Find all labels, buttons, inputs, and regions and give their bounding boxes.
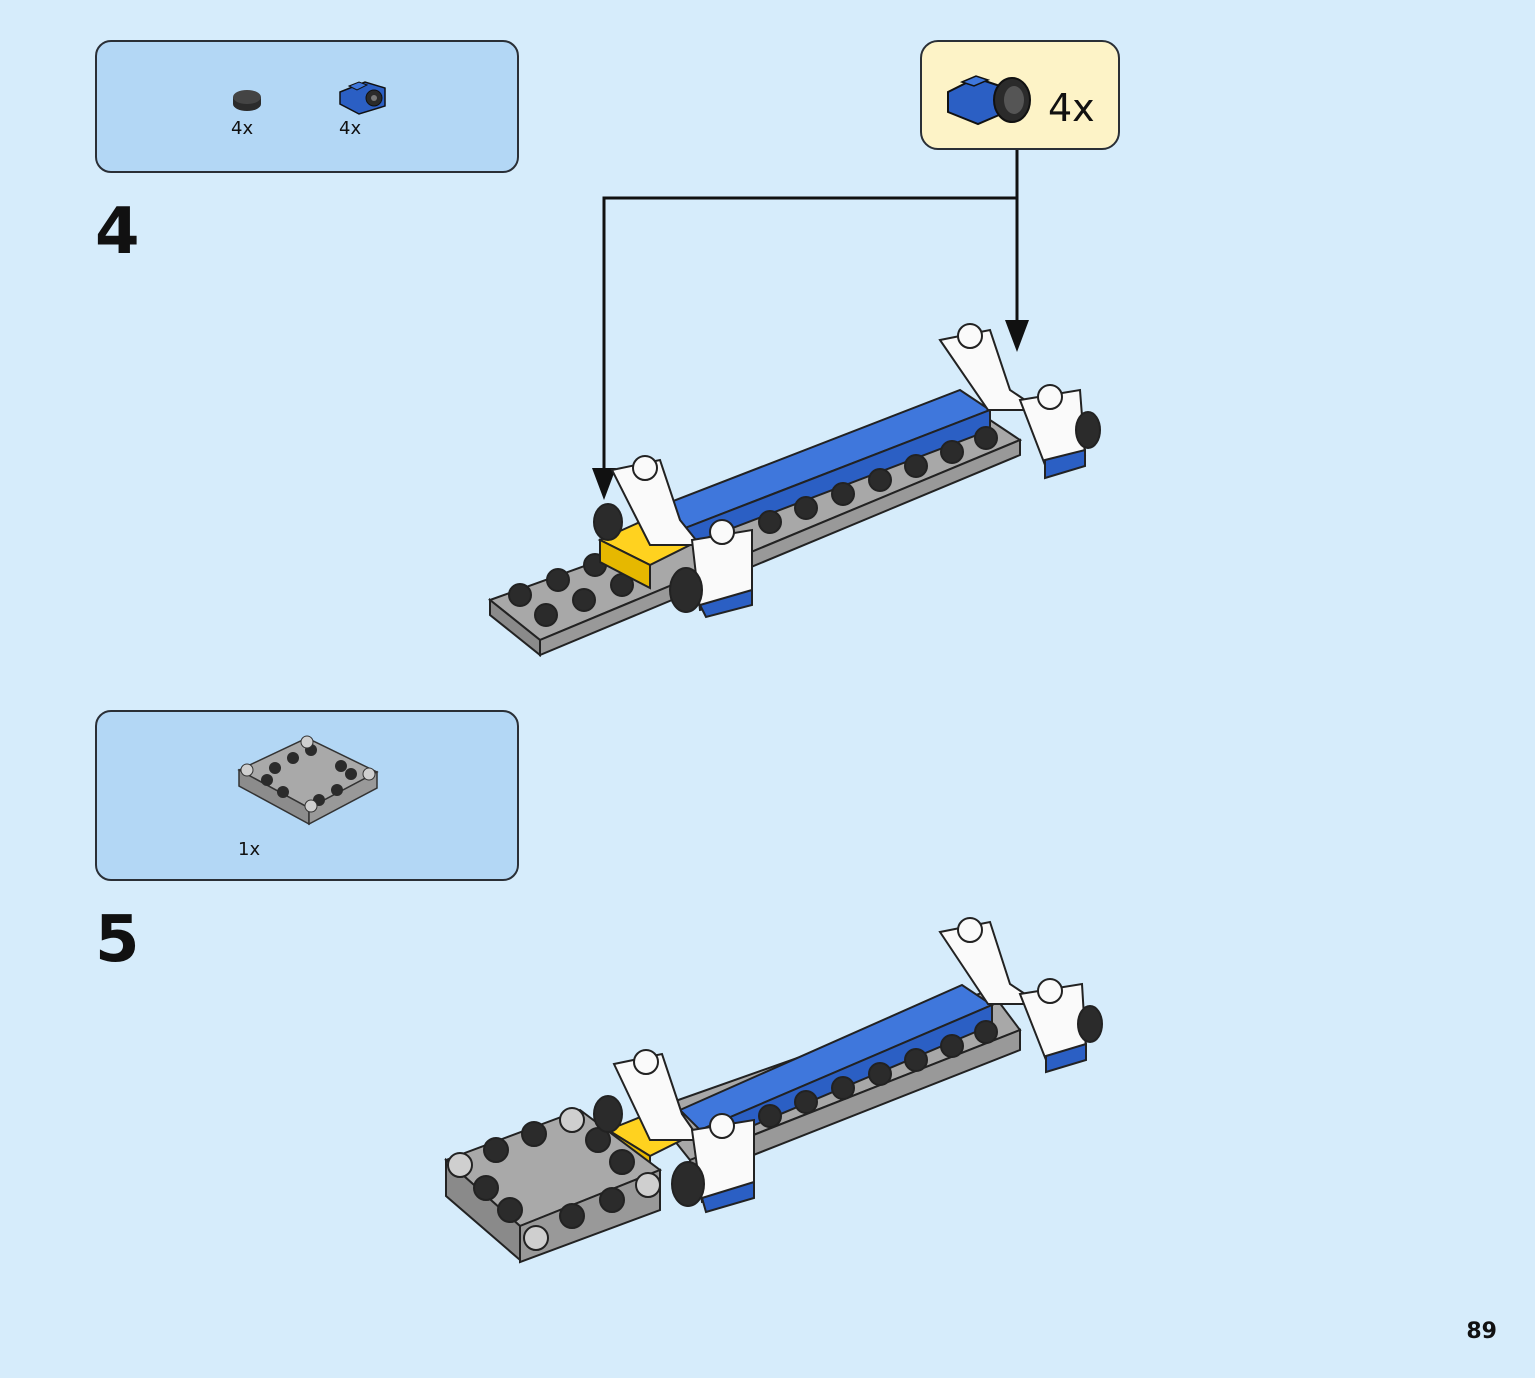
page-number: 89	[1466, 1319, 1497, 1344]
step-number: 4	[95, 195, 140, 269]
bracket-with-wheel-blue-icon	[339, 81, 386, 115]
step-4-model	[487, 323, 1101, 658]
round-tile-black-icon	[233, 90, 261, 111]
gray-plate-4x4-icon	[237, 735, 379, 826]
blue-bracket-wheel-icon	[947, 75, 1031, 126]
part-qty: 4x	[339, 118, 362, 139]
parts-list-step-5-art	[237, 735, 379, 826]
callout-art	[947, 75, 1031, 126]
callout-qty: 4x	[1048, 86, 1095, 130]
arrow-head-left	[592, 468, 616, 500]
part-qty: 4x	[231, 118, 254, 139]
parts-list-step-4-art	[233, 81, 386, 115]
arrow-head-right	[1005, 320, 1029, 352]
placement-arrows	[602, 150, 1019, 470]
parts-list-step-4: 4x 4x	[95, 40, 519, 173]
part-qty: 1x	[238, 839, 261, 860]
sub-assembly-callout: 4x	[920, 40, 1120, 150]
step-number: 5	[95, 903, 140, 977]
parts-list-step-5: 1x	[95, 710, 519, 881]
step-5-model	[444, 917, 1103, 1264]
